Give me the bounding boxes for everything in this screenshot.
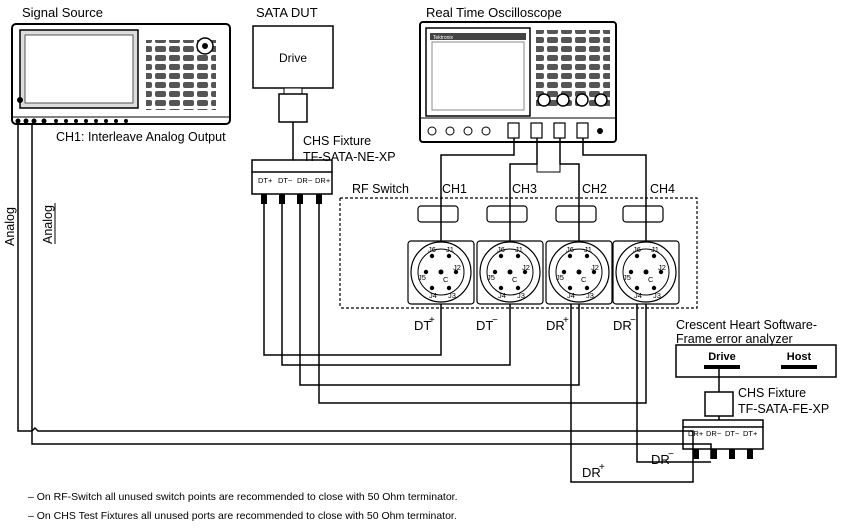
oscilloscope-brand: Tektronix <box>433 35 454 41</box>
signal-source-output-label: CH1: Interleave Analog Output <box>56 130 226 144</box>
dt-plus-cable <box>263 204 442 356</box>
dt-plus-label: DT <box>414 318 431 333</box>
rf-switch: RF Switch CH1 CH3 CH2 CH4 J1 J2 J3 J4 J5… <box>339 182 698 309</box>
switch2-pin-j2: J2 <box>522 263 530 272</box>
dr-plus-far-cable <box>570 304 694 483</box>
switch1-pin-c: C <box>443 275 449 284</box>
signal-source: Signal Source CH1: Interleave Analog Out… <box>11 5 231 144</box>
signal-source-connectors <box>15 118 128 124</box>
switch2-pin-c: C <box>512 275 518 284</box>
far-fixture-port-dr-minus: DR− <box>706 429 722 438</box>
oscilloscope-title: Real Time Oscilloscope <box>426 5 562 20</box>
analyzer-title-line1: Crescent Heart Software- <box>676 318 817 332</box>
switch1-pin-j3: J3 <box>448 291 456 300</box>
analog-cable <box>17 124 694 459</box>
rf-switch-channel-3: CH3 <box>512 182 537 196</box>
scope-ch1-cable <box>440 138 515 241</box>
near-fixture-port-dr-minus: DR− <box>297 176 313 185</box>
dr-minus-far-cable <box>636 304 711 463</box>
switch4-pin-j2: J2 <box>658 263 666 272</box>
far-fixture-model: TF-SATA-FE-XP <box>738 402 829 416</box>
near-fixture-port-dr-plus: DR+ <box>315 176 331 185</box>
analyzer-title-line2: Frame error analyzer <box>676 332 793 346</box>
switch4-pin-j3: J3 <box>653 291 661 300</box>
sata-dut-drive-label: Drive <box>279 51 307 65</box>
sata-dut-title: SATA DUT <box>256 5 318 20</box>
dr-minus-sup: − <box>630 315 636 326</box>
analog-label: Analog <box>3 207 17 246</box>
switch2-pin-j6: J6 <box>497 245 505 254</box>
near-end-fixture: CHS Fixture TF-SATA-NE-XP DT+ DT− DR− DR… <box>251 122 396 204</box>
switch4-pin-j5: J5 <box>623 273 631 282</box>
sata-dut: SATA DUT Drive <box>252 5 334 123</box>
note-fixtures: – On CHS Test Fixtures all unused ports … <box>28 510 457 522</box>
dr-minus-label: DR <box>613 318 632 333</box>
analyzer-host-label: Host <box>787 351 812 363</box>
rf-switch-channel-1: CH1 <box>442 182 467 196</box>
switch3-pin-j5: J5 <box>556 273 564 282</box>
far-end-fixture: CHS Fixture TF-SATA-FE-XP DR+ DR− DT− DT… <box>682 369 829 459</box>
far-fixture-port-dt-minus: DT− <box>725 429 740 438</box>
switch3-pin-j1: J1 <box>584 245 592 254</box>
switch3-pin-j6: J6 <box>566 245 574 254</box>
far-fixture-name: CHS Fixture <box>738 386 806 400</box>
dr-minus-cable <box>318 204 647 404</box>
near-fixture-port-dt-plus: DT+ <box>258 176 273 185</box>
analog-bar-cable <box>31 124 712 459</box>
analog-bar-label: Analog <box>41 205 55 244</box>
switch4-pin-j6: J6 <box>633 245 641 254</box>
scope-ch3-cable <box>509 138 538 241</box>
switch3-pin-j4: J4 <box>567 291 575 300</box>
rf-switch-channel-4: CH4 <box>650 182 675 196</box>
switch1-pin-j6: J6 <box>428 245 436 254</box>
switch1-pin-j1: J1 <box>446 245 454 254</box>
near-fixture-model: TF-SATA-NE-XP <box>303 150 396 164</box>
switch4-pin-j1: J1 <box>651 245 659 254</box>
dt-minus-sup: − <box>492 315 498 326</box>
switch1-pin-j5: J5 <box>418 273 426 282</box>
rf-switch-channel-2: CH2 <box>582 182 607 196</box>
switch3-pin-c: C <box>581 275 587 284</box>
switch2-pin-j4: J4 <box>498 291 506 300</box>
switch2-pin-j3: J3 <box>517 291 525 300</box>
bottom-dr-minus-sup: − <box>668 449 674 460</box>
scope-ch2-cable <box>559 138 580 241</box>
switch3-pin-j3: J3 <box>586 291 594 300</box>
far-fixture-port-dr-plus: DR+ <box>688 429 704 438</box>
rf-switch-unit-1: J1 J2 J3 J4 J5 J6 C <box>407 205 475 305</box>
dr-plus-sup: + <box>563 315 569 326</box>
bottom-dr-minus-label: DR <box>651 452 670 467</box>
dt-minus-label: DT <box>476 318 493 333</box>
switch1-pin-j2: J2 <box>453 263 461 272</box>
rf-switch-unit-2: J1 J2 J3 J4 J5 J6 C <box>476 205 544 305</box>
frame-error-analyzer: Crescent Heart Software- Frame error ana… <box>675 318 837 378</box>
cables <box>17 124 712 483</box>
analyzer-drive-label: Drive <box>708 351 736 363</box>
oscilloscope: Real Time Oscilloscope Tektronix <box>419 5 617 143</box>
signal-source-title: Signal Source <box>22 5 103 20</box>
dt-minus-cable <box>281 204 511 366</box>
far-fixture-port-dt-plus: DT+ <box>743 429 758 438</box>
bottom-dr-plus-sup: + <box>599 462 605 473</box>
dr-plus-cable <box>299 204 580 386</box>
signal-labels: Analog Analog DT + DT − DR + DR − DR + D… <box>3 203 674 480</box>
scope-ch4-cable <box>582 138 647 241</box>
bottom-dr-plus-label: DR <box>582 465 601 480</box>
near-fixture-port-dt-minus: DT− <box>278 176 293 185</box>
switch2-pin-j5: J5 <box>487 273 495 282</box>
dt-plus-sup: + <box>429 315 435 326</box>
switch4-pin-c: C <box>648 275 654 284</box>
switch2-pin-j1: J1 <box>515 245 523 254</box>
rf-switch-unit-4: J1 J2 J3 J4 J5 J6 C <box>612 205 680 305</box>
dr-plus-label: DR <box>546 318 565 333</box>
switch4-pin-j4: J4 <box>634 291 642 300</box>
switch3-pin-j2: J2 <box>591 263 599 272</box>
switch1-pin-j4: J4 <box>429 291 437 300</box>
note-rf-switch: – On RF-Switch all unused switch points … <box>28 491 458 503</box>
near-fixture-name: CHS Fixture <box>303 134 371 148</box>
notes: – On RF-Switch all unused switch points … <box>28 488 458 526</box>
rf-switch-title: RF Switch <box>352 182 409 196</box>
